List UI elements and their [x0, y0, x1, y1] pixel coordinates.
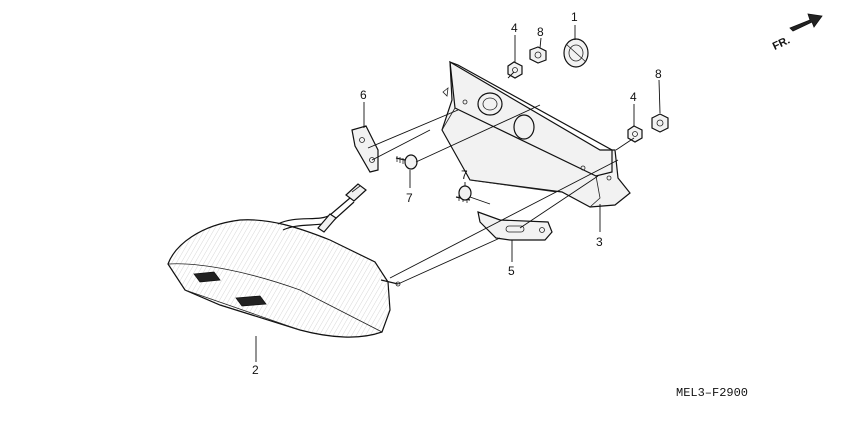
part-5-bracket: [477, 211, 553, 241]
callout-5: 5: [508, 264, 515, 278]
part-6-bracket: [351, 125, 379, 173]
arrow-icon: [789, 13, 823, 32]
part-8-nut-upper: [529, 46, 547, 64]
callout-4a: 4: [511, 21, 518, 35]
callout-7a: 7: [406, 191, 413, 205]
callout-4b: 4: [630, 90, 637, 104]
part-3-housing: [441, 60, 631, 208]
callout-7b: 7: [461, 168, 468, 182]
part-8-nut-right: [651, 113, 669, 133]
callout-labels: 1 2 3 4 4 5 6 7 7 8 8: [252, 10, 662, 377]
callout-1: 1: [571, 10, 578, 24]
assembly-lines: [367, 71, 635, 285]
part-7-screw-left: [395, 154, 418, 170]
front-direction-arrow: FR.: [771, 13, 823, 53]
callout-8b: 8: [655, 67, 662, 81]
part-4-collar-right: [627, 125, 643, 143]
reflector-upper: [193, 271, 221, 283]
part-1-grommet: [563, 38, 589, 68]
callout-3: 3: [596, 235, 603, 249]
callout-6: 6: [360, 88, 367, 102]
front-label: FR.: [771, 34, 792, 52]
part-7-screw-right: [455, 185, 472, 203]
wiring-harness: [277, 183, 367, 233]
callout-leaders: [255, 25, 661, 362]
callout-2: 2: [252, 363, 259, 377]
reflector-lower: [235, 295, 267, 307]
diagram-code: MEL3–F2900: [676, 386, 748, 400]
callout-8a: 8: [537, 25, 544, 39]
part-2-tail-light: [167, 219, 401, 338]
